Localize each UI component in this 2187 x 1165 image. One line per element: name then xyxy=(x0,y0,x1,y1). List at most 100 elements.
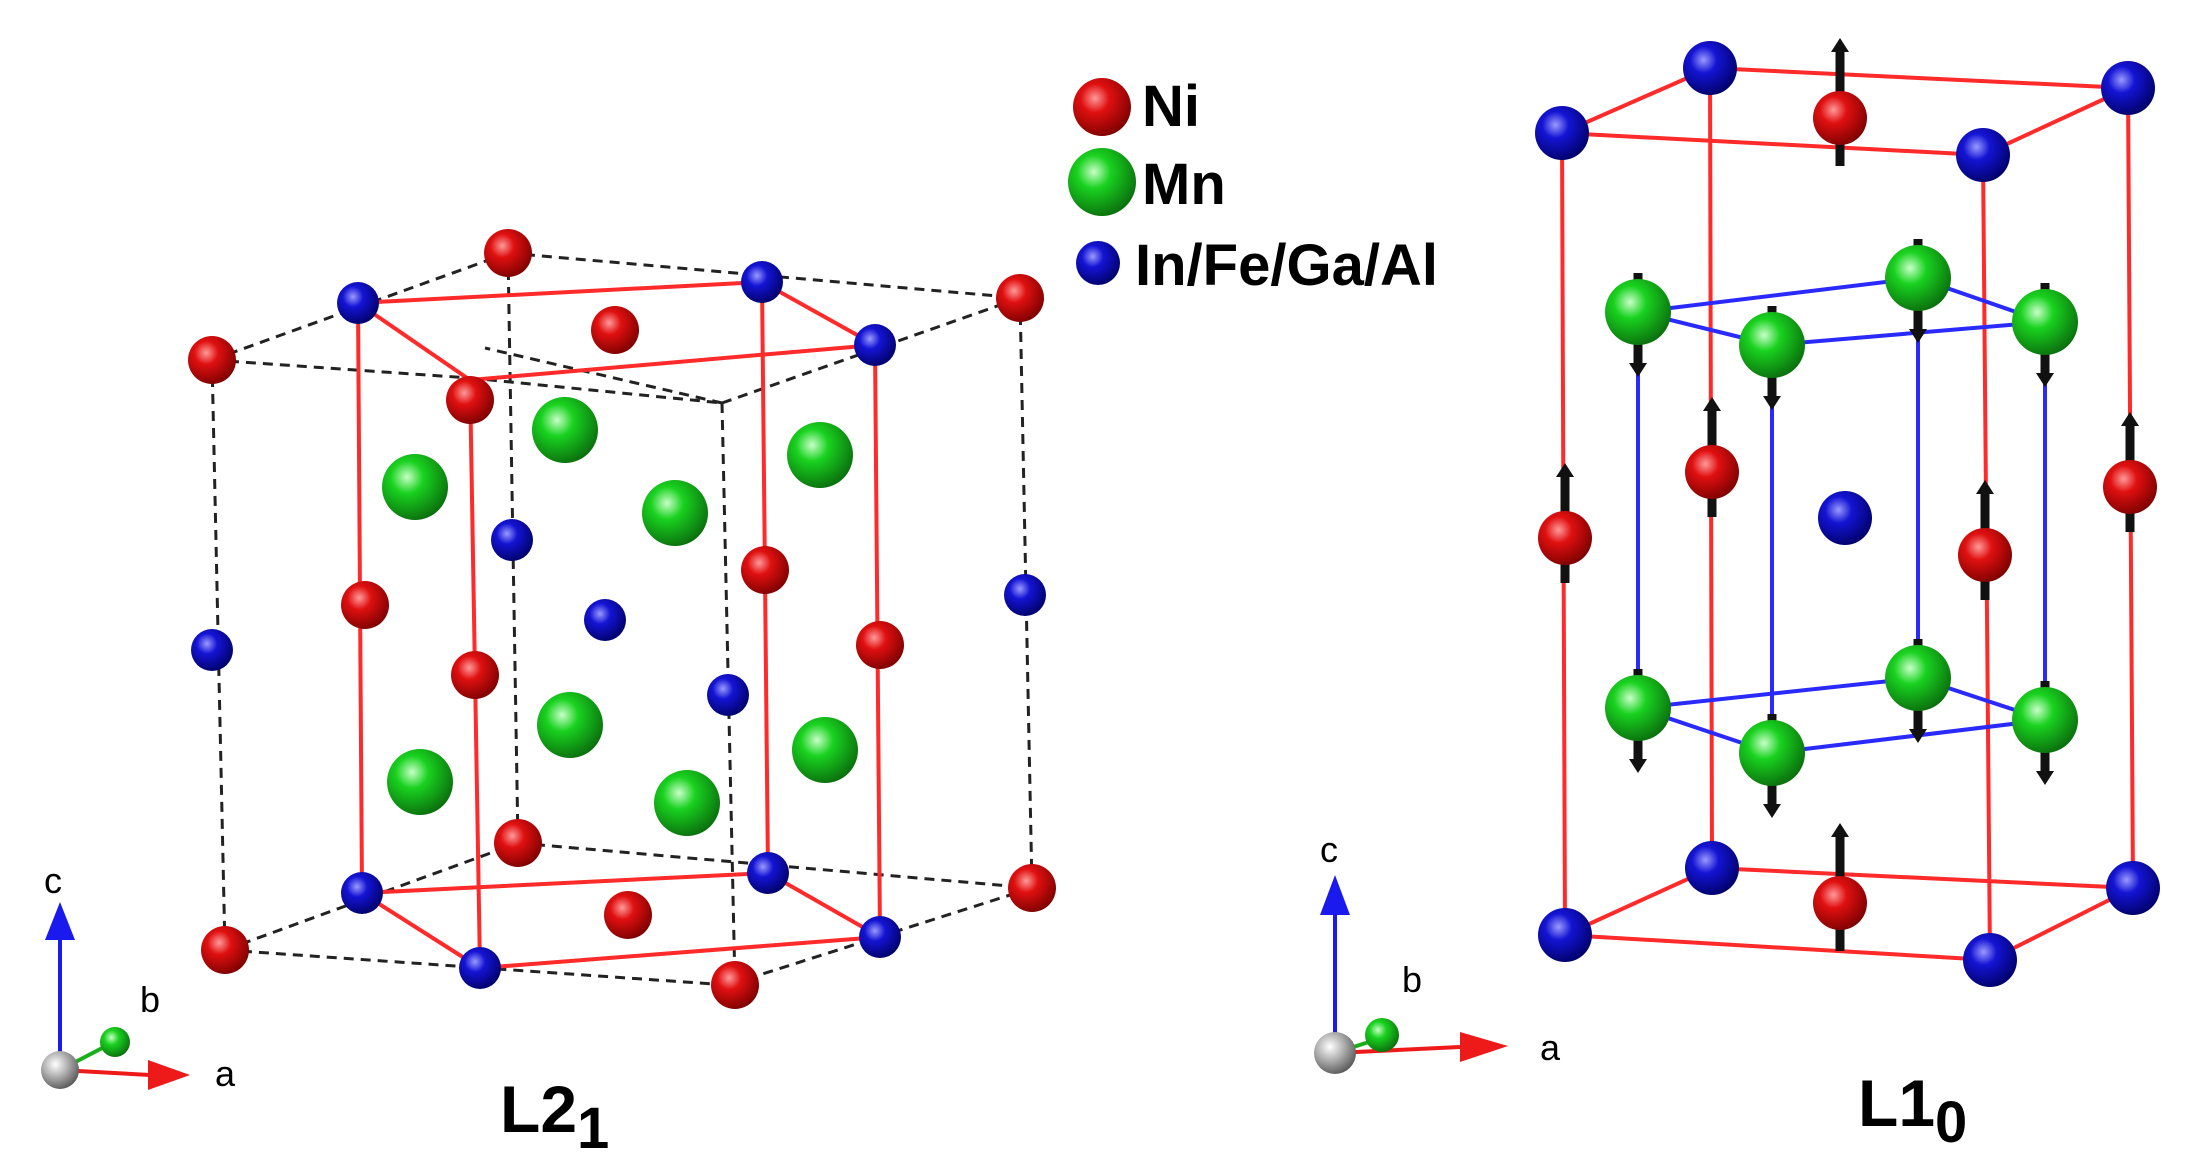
cell-edge xyxy=(1564,933,1991,962)
mn-atom xyxy=(2012,687,2078,753)
mn-atom xyxy=(532,397,598,463)
mn-atom-icon xyxy=(1068,148,1136,216)
inner-cell-edge xyxy=(1771,718,2046,755)
legend-item-mn: Mn xyxy=(1068,148,1226,217)
legend-label-x: In/Fe/Ga/Al xyxy=(1135,233,1438,298)
dashed-edge xyxy=(469,376,723,405)
x-atom xyxy=(859,916,901,958)
in-fe-ga-al-atom-icon xyxy=(1076,241,1120,285)
x-atom xyxy=(1538,908,1592,962)
x-atom xyxy=(854,324,896,366)
axis-origin-icon xyxy=(41,1051,79,1089)
x-atom xyxy=(584,599,626,641)
legend-item-x: In/Fe/Ga/Al xyxy=(1076,233,1438,298)
l21-atoms xyxy=(188,229,1056,1009)
x-atom xyxy=(747,852,789,894)
spin-arrow-head-icon xyxy=(1831,823,1849,837)
cell-edge xyxy=(1709,66,2129,90)
x-atom xyxy=(1956,128,2010,182)
cell-edge xyxy=(361,871,769,895)
l10-cell-edges xyxy=(1560,66,2135,962)
cell-edge xyxy=(360,891,482,970)
dashed-edge xyxy=(484,346,723,405)
ni-atom xyxy=(1958,528,2012,582)
axis-label-b: b xyxy=(140,979,160,1020)
inner-cell-edge xyxy=(1771,320,2046,347)
mn-atom xyxy=(1605,675,1671,741)
ni-atom xyxy=(856,621,904,669)
x-atom xyxy=(191,629,233,671)
mn-atom xyxy=(1739,312,1805,378)
x-atom xyxy=(741,261,783,303)
dashed-edge xyxy=(211,358,471,380)
inner-cell-edge xyxy=(1637,276,1919,314)
cell-edge xyxy=(761,280,876,347)
spin-arrow-head-icon xyxy=(2036,771,2054,785)
c-axis-arrow-icon xyxy=(45,902,75,940)
ni-atom xyxy=(341,581,389,629)
spin-arrow-head-icon xyxy=(1976,480,1994,494)
ni-atom xyxy=(451,651,499,699)
x-atom xyxy=(1685,841,1739,895)
x-atom xyxy=(459,947,501,989)
mn-atom xyxy=(1885,645,1951,711)
l10-atoms xyxy=(1535,41,2160,987)
ni-atom xyxy=(1538,511,1592,565)
mn-atom xyxy=(1739,720,1805,786)
mn-atom xyxy=(792,717,858,783)
mn-atom xyxy=(654,770,720,836)
b-axis-cone-icon xyxy=(100,1027,130,1057)
x-atom xyxy=(1963,933,2017,987)
spin-arrow-head-icon xyxy=(2121,412,2139,426)
cell-edge xyxy=(469,343,876,382)
spin-arrow-head-icon xyxy=(1556,463,1574,477)
cell-edge xyxy=(357,280,763,305)
axis-origin-icon xyxy=(1314,1032,1356,1074)
x-atom xyxy=(707,674,749,716)
axis-label-c: c xyxy=(1320,829,1338,870)
c-axis-arrow-icon xyxy=(1320,875,1350,915)
cell-edge xyxy=(1711,866,2134,890)
l10-label: L10 xyxy=(1858,1066,1967,1155)
x-atom xyxy=(2101,61,2155,115)
spin-arrow-head-icon xyxy=(1909,729,1927,743)
x-atom xyxy=(341,872,383,914)
ni-atom xyxy=(604,891,652,939)
axis-label-b: b xyxy=(1402,959,1422,1000)
inner-cell-edge xyxy=(1637,676,1919,710)
a-axis-arrow-icon xyxy=(148,1060,190,1090)
x-atom xyxy=(1818,491,1872,545)
ni-atom xyxy=(741,546,789,594)
legend: Ni Mn In/Fe/Ga/Al xyxy=(1068,74,1438,298)
mn-atom xyxy=(787,422,853,488)
ni-atom xyxy=(591,306,639,354)
x-atom xyxy=(1683,41,1737,95)
ni-atom xyxy=(446,376,494,424)
ni-atom xyxy=(1685,445,1739,499)
x-atom xyxy=(1535,106,1589,160)
axis-label-a: a xyxy=(1540,1027,1561,1068)
x-atom xyxy=(491,519,533,561)
ni-atom-icon xyxy=(1073,78,1131,136)
ni-atom xyxy=(1813,876,1867,930)
spin-arrow-head-icon xyxy=(1831,38,1849,52)
x-atom xyxy=(2106,861,2160,915)
mn-atom xyxy=(387,749,453,815)
ni-atom xyxy=(711,961,759,1009)
legend-label-mn: Mn xyxy=(1142,152,1226,217)
mn-atom xyxy=(1605,279,1671,345)
axis-triad-right: c b a xyxy=(1314,829,1561,1074)
ni-atom xyxy=(996,274,1044,322)
ni-atom xyxy=(484,229,532,277)
x-atom xyxy=(1004,574,1046,616)
ni-atom xyxy=(201,926,249,974)
ni-atom xyxy=(494,819,542,867)
cell-edge xyxy=(1561,131,1984,157)
b-axis-cone-icon xyxy=(1365,1018,1399,1052)
axis-label-c: c xyxy=(44,860,62,901)
mn-atom xyxy=(382,454,448,520)
spin-arrow-head-icon xyxy=(1763,396,1781,410)
mn-atom xyxy=(642,480,708,546)
mn-atom xyxy=(537,692,603,758)
mn-atom xyxy=(1885,245,1951,311)
